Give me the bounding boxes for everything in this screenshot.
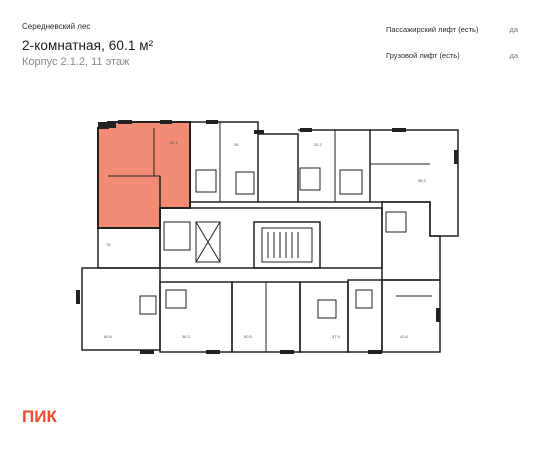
room-label: 60.1 <box>170 140 179 145</box>
room-label: 80.6 <box>104 334 113 339</box>
room-label: 36.3 <box>182 334 191 339</box>
spec-freight-lift: Грузовой лифт (есть) да <box>386 51 518 60</box>
spec-label: Грузовой лифт (есть) <box>386 51 460 60</box>
pik-logo: ПИК <box>22 407 57 425</box>
logo-text: ПИК <box>22 407 57 425</box>
room-label: 50.5 <box>244 334 253 339</box>
apartment-title: 2-комнатная, 60.1 м² <box>22 38 154 53</box>
selected-apartment <box>97 121 191 229</box>
building-floor: Корпус 2.1.2, 11 этаж <box>22 56 130 68</box>
room-label: 37.9 <box>332 334 341 339</box>
spec-label: Пассажирский лифт (есть) <box>386 25 479 34</box>
complex-name: Середневский лес <box>22 22 91 31</box>
room-label: 32.2 <box>314 142 323 147</box>
spec-value: да <box>509 25 518 34</box>
room-label: 42.6 <box>400 334 409 339</box>
spec-passenger-lift: Пассажирский лифт (есть) да <box>386 25 518 34</box>
room-label: 78 <box>106 242 111 247</box>
room-label: 56.3 <box>418 178 427 183</box>
room-label: 38 <box>234 142 239 147</box>
spec-value: да <box>509 51 518 60</box>
